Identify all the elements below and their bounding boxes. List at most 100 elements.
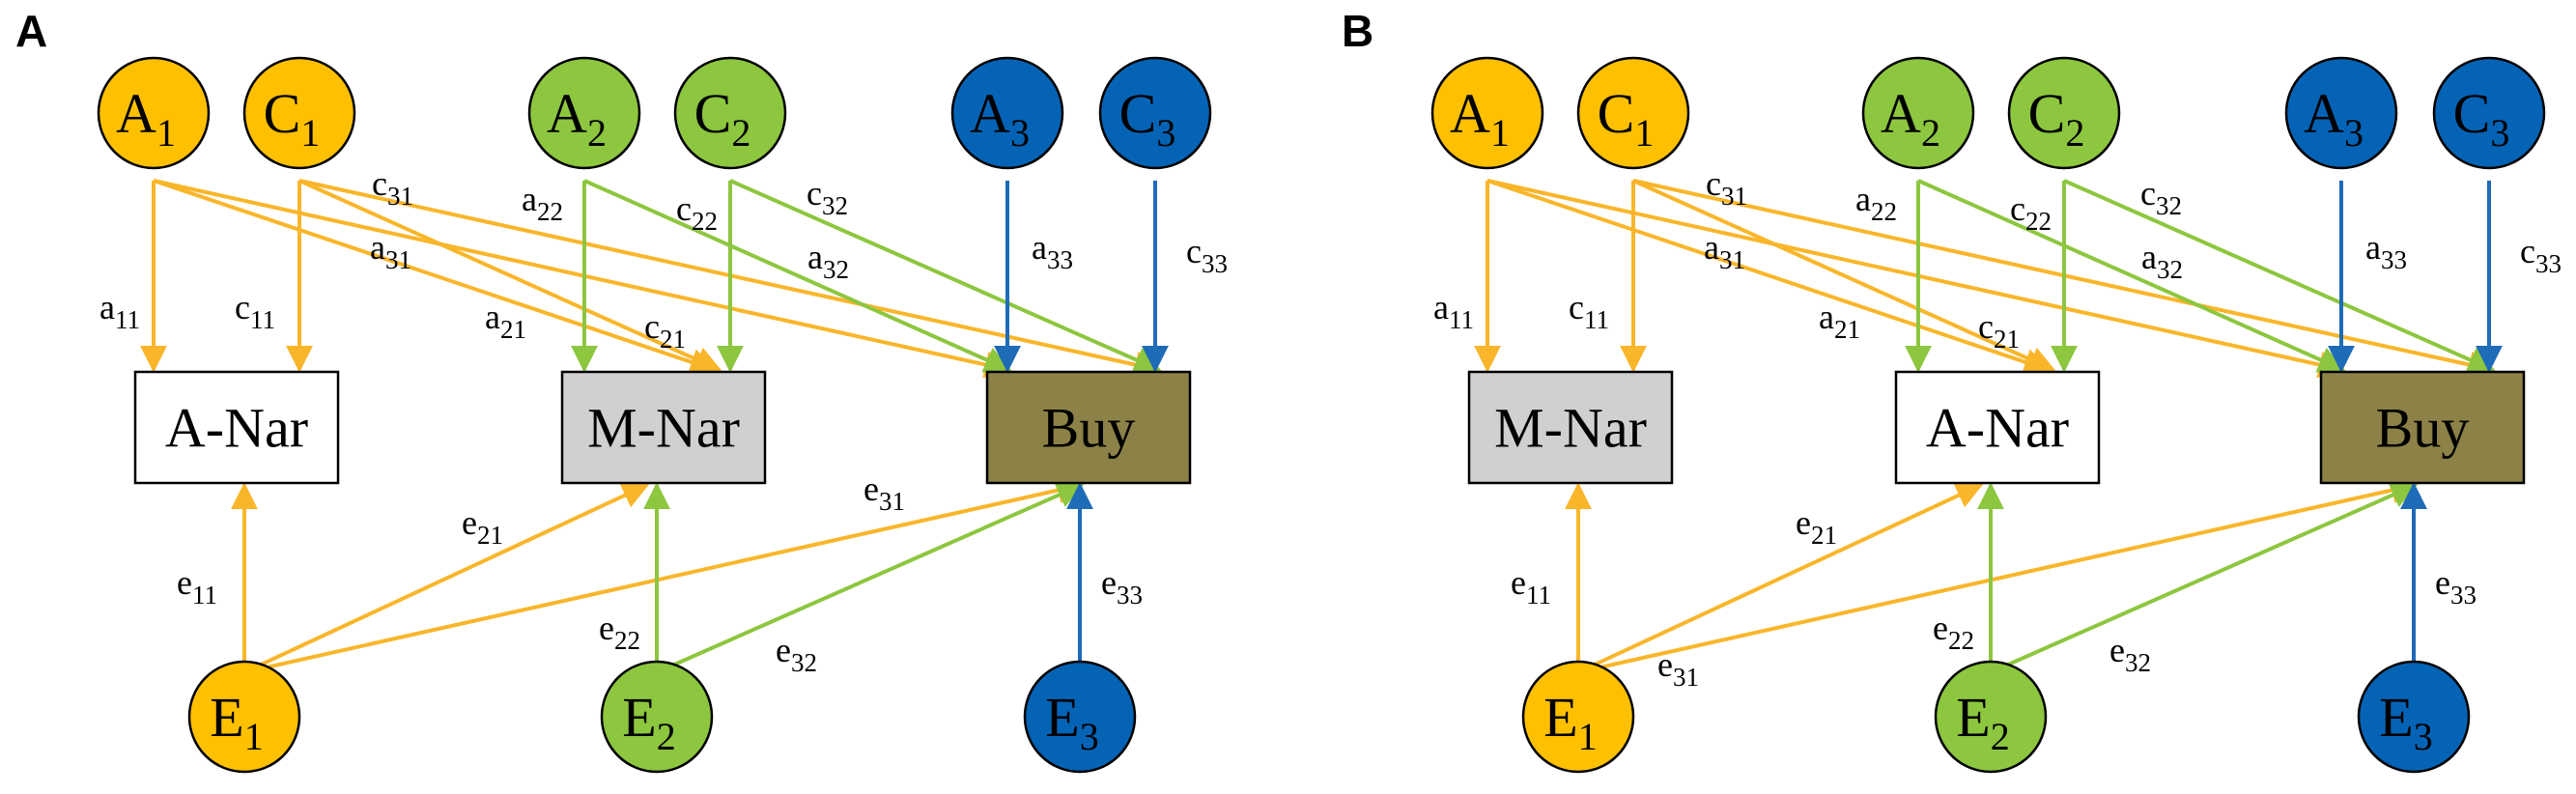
latent-subscript: 1 bbox=[1578, 715, 1598, 758]
path-label-e31: e31 bbox=[1657, 645, 1699, 692]
observed-box-b2: A-Nar bbox=[1894, 370, 2101, 485]
path-arrow-a32 bbox=[583, 179, 1012, 373]
latent-node-a3: A3 bbox=[950, 56, 1064, 170]
path-label-a33: a33 bbox=[2365, 228, 2407, 274]
latent-node-a1: A1 bbox=[97, 56, 211, 170]
path-arrow-a21 bbox=[153, 179, 718, 376]
observed-box-rect bbox=[560, 370, 767, 485]
path-subscript: 33 bbox=[1117, 581, 1143, 610]
path-letter: e bbox=[1796, 503, 1811, 542]
latent-letter: A bbox=[1881, 82, 1921, 145]
path-label-c33: c33 bbox=[1186, 232, 1228, 278]
path-letter: e bbox=[863, 469, 879, 508]
path-label-e22: e22 bbox=[599, 609, 640, 655]
path-letter: a bbox=[1032, 228, 1047, 267]
latent-node-e3: E3 bbox=[1023, 660, 1137, 774]
latent-circle bbox=[1521, 660, 1635, 774]
latent-letter: C bbox=[264, 82, 301, 145]
observed-box-rect bbox=[985, 370, 1192, 485]
path-arrow-a32 bbox=[1917, 179, 2346, 373]
path-label-c32: c32 bbox=[807, 174, 848, 220]
latent-label: C1 bbox=[1598, 82, 1655, 155]
latent-label: A3 bbox=[2304, 82, 2364, 155]
latent-node-c3: C3 bbox=[1098, 56, 1212, 170]
path-subscript: 11 bbox=[192, 581, 217, 610]
path-letter: e bbox=[2435, 563, 2450, 602]
path-letter: c bbox=[1978, 307, 1994, 346]
path-subscript: 21 bbox=[477, 521, 503, 550]
latent-node-e1: E1 bbox=[1521, 660, 1635, 774]
path-letter: a bbox=[1855, 180, 1871, 218]
latent-label: A2 bbox=[1881, 82, 1940, 155]
path-letter: c bbox=[2520, 232, 2535, 270]
edges-layer bbox=[140, 179, 2503, 674]
latent-circle bbox=[1934, 660, 2048, 774]
latent-label: E1 bbox=[210, 686, 263, 758]
observed-box-b3: Buy bbox=[985, 370, 1192, 485]
observed-box-rect bbox=[2319, 370, 2526, 485]
latent-node-e2: E2 bbox=[600, 660, 714, 774]
latent-circle bbox=[187, 660, 301, 774]
latent-subscript: 3 bbox=[2490, 111, 2509, 155]
latent-circle bbox=[950, 56, 1064, 170]
path-label-a11: a11 bbox=[1433, 288, 1474, 334]
latent-circle bbox=[1430, 56, 1544, 170]
path-letter: c bbox=[1569, 288, 1584, 326]
path-arrow-c32 bbox=[729, 179, 1162, 373]
path-letter: c bbox=[2010, 189, 2025, 228]
path-label-a11: a11 bbox=[99, 288, 140, 334]
path-label-a22: a22 bbox=[522, 180, 563, 226]
path-label-a32: a32 bbox=[2141, 238, 2183, 284]
latent-letter: C bbox=[1598, 82, 1635, 145]
path-letter: c bbox=[644, 307, 660, 346]
latent-circle bbox=[242, 56, 356, 170]
latent-label: E2 bbox=[622, 686, 675, 758]
path-label-e32: e32 bbox=[2109, 631, 2151, 677]
path-label-c21: c21 bbox=[644, 307, 686, 354]
latent-subscript: 2 bbox=[1921, 111, 1940, 155]
latent-node-a2: A2 bbox=[527, 56, 641, 170]
path-label-e21: e21 bbox=[462, 503, 503, 550]
path-letter: c bbox=[1186, 232, 1202, 270]
latent-subscript: 2 bbox=[1991, 715, 2010, 758]
path-subscript: 31 bbox=[1721, 182, 1747, 211]
latent-subscript: 3 bbox=[2414, 715, 2433, 758]
path-letter: e bbox=[776, 631, 791, 669]
path-subscript: 32 bbox=[2125, 648, 2151, 677]
path-subscript: 31 bbox=[385, 245, 411, 274]
path-label-e22: e22 bbox=[1933, 609, 1974, 655]
path-letter: e bbox=[1511, 563, 1526, 602]
path-subscript: 32 bbox=[2157, 255, 2183, 284]
path-label-e33: e33 bbox=[2435, 563, 2477, 610]
latent-node-c1: C1 bbox=[242, 56, 356, 170]
latent-circle bbox=[673, 56, 787, 170]
path-subscript: 31 bbox=[1673, 663, 1699, 692]
latent-label: C2 bbox=[694, 82, 751, 155]
latent-label: E3 bbox=[1045, 686, 1098, 758]
path-arrow-e32 bbox=[656, 482, 1085, 674]
path-subscript: 21 bbox=[1811, 521, 1837, 550]
path-letter: e bbox=[1101, 563, 1117, 602]
observed-box-label: Buy bbox=[2376, 397, 2470, 460]
path-subscript: 32 bbox=[822, 191, 848, 220]
latent-subscript: 3 bbox=[1080, 715, 1099, 758]
path-subscript: 21 bbox=[1994, 325, 2020, 354]
latent-letter: E bbox=[1543, 686, 1577, 749]
path-arrow-a31 bbox=[1486, 179, 2346, 379]
observed-box-label: Buy bbox=[1042, 397, 1136, 460]
observed-box-label: A-Nar bbox=[1926, 397, 2069, 460]
observed-box-label: A-Nar bbox=[165, 397, 308, 460]
path-letter: a bbox=[522, 180, 537, 218]
latent-label: E3 bbox=[2379, 686, 2432, 758]
path-letter: a bbox=[1819, 298, 1834, 336]
latent-letter: E bbox=[1045, 686, 1079, 749]
path-letter: c bbox=[235, 288, 250, 326]
latent-node-c1: C1 bbox=[1576, 56, 1690, 170]
path-arrow-e21 bbox=[243, 482, 650, 674]
latent-node-e1: E1 bbox=[187, 660, 301, 774]
path-arrow-c21 bbox=[1632, 179, 2056, 373]
